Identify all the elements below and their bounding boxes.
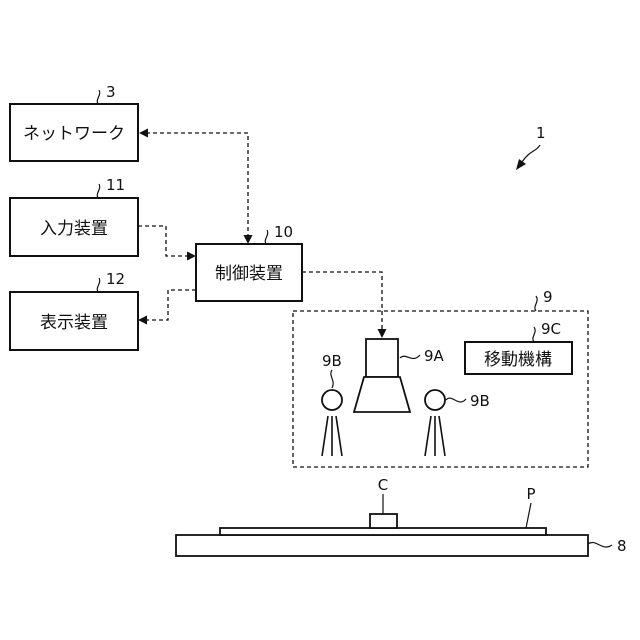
unit-ref: 9 xyxy=(543,288,553,306)
camera-body xyxy=(366,339,398,377)
stage xyxy=(176,535,588,556)
network-label: ネットワーク xyxy=(23,124,125,144)
light-right-ref: 9B xyxy=(470,392,490,410)
display-device-leader xyxy=(97,278,100,292)
display-device-ref: 12 xyxy=(106,270,125,288)
component-ref: C xyxy=(378,476,388,494)
board-leader xyxy=(526,503,531,528)
camera-lens xyxy=(354,377,410,412)
input-device-node: 入力装置 11 xyxy=(10,176,138,256)
light-right-bulb xyxy=(425,390,445,410)
system-ref-group: 1 xyxy=(516,124,546,170)
control-device-ref: 10 xyxy=(274,223,293,241)
unit-9: 9 xyxy=(293,288,588,467)
board-ref: P xyxy=(526,485,535,503)
board xyxy=(220,528,546,535)
moving-mechanism-ref: 9C xyxy=(541,320,561,338)
control-device-label: 制御装置 xyxy=(215,264,283,284)
control-display-connector xyxy=(138,290,196,325)
stage-assembly: C P 8 xyxy=(176,476,627,556)
system-leader xyxy=(522,145,540,162)
light-left-node: 9B xyxy=(322,352,342,456)
control-camera-connector xyxy=(302,272,387,338)
light-left-leader xyxy=(331,370,333,388)
network-node: ネットワーク 3 xyxy=(10,83,138,161)
moving-mechanism-label: 移動機構 xyxy=(484,350,552,370)
control-device-node: 制御装置 10 xyxy=(196,223,302,301)
network-ref: 3 xyxy=(106,83,116,101)
network-leader xyxy=(97,90,100,104)
input-device-ref: 11 xyxy=(106,176,125,194)
unit-leader xyxy=(535,296,537,311)
camera-ref: 9A xyxy=(424,347,445,365)
stage-ref: 8 xyxy=(617,537,627,555)
light-left-rays xyxy=(322,416,342,456)
input-control-connector xyxy=(138,226,196,261)
stage-leader xyxy=(588,542,612,547)
component xyxy=(370,514,397,528)
camera-leader xyxy=(400,355,420,358)
system-arrowhead xyxy=(516,159,526,170)
moving-mechanism-leader xyxy=(533,327,535,342)
system-ref: 1 xyxy=(536,124,546,142)
display-device-label: 表示装置 xyxy=(40,313,108,333)
moving-mechanism-node: 移動機構 9C xyxy=(465,320,572,374)
input-device-label: 入力装置 xyxy=(40,219,108,239)
light-left-ref: 9B xyxy=(322,352,342,370)
light-right-rays xyxy=(425,416,445,456)
input-device-leader xyxy=(97,184,100,198)
light-right-leader xyxy=(446,398,466,402)
light-right-node: 9B xyxy=(425,390,490,456)
light-left-bulb xyxy=(322,390,342,410)
display-device-node: 表示装置 12 xyxy=(10,270,138,350)
network-control-connector xyxy=(139,129,253,245)
control-device-leader xyxy=(265,230,268,244)
